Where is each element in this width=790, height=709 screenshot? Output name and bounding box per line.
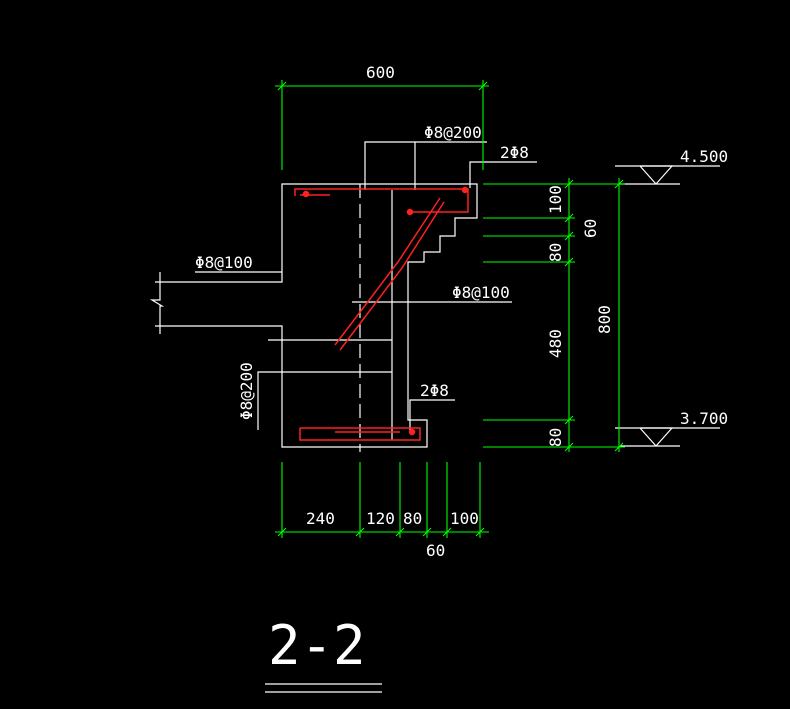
dim-80-upper-label: 80 <box>546 243 565 262</box>
dim-60-bottom-label: 60 <box>426 541 445 560</box>
dim-100-bottom-label: 100 <box>450 509 479 528</box>
web-bar-label: Φ8@100 <box>452 283 510 302</box>
stirrup-left-label: Φ8@200 <box>237 362 256 420</box>
dim-100-label: 100 <box>546 185 565 214</box>
stirrup-left-leader <box>257 371 392 430</box>
elev-top-triangle <box>639 165 674 185</box>
slab-break-symbol <box>149 272 165 334</box>
dim-80-lower-label: 80 <box>546 428 565 447</box>
dim-800-label: 800 <box>595 305 614 334</box>
bar-dot-2 <box>461 186 469 194</box>
elev-bottom-triangle <box>639 427 674 447</box>
dim-120-label: 120 <box>366 509 395 528</box>
bars-bottom-leader <box>409 399 455 432</box>
stirrup-top-label: Φ8@200 <box>424 123 482 142</box>
concrete-outline <box>149 141 537 693</box>
diagonal-bar <box>334 197 441 346</box>
dim-80-bottom-label: 80 <box>403 509 422 528</box>
top-width-label: 600 <box>366 63 395 82</box>
bottom-bar <box>299 427 421 441</box>
elevation-markers <box>615 165 720 447</box>
elev-top-label: 4.500 <box>680 147 728 166</box>
stirrup-leader-top <box>364 141 416 190</box>
slab-bar-label: Φ8@100 <box>195 253 253 272</box>
rebar <box>294 186 469 441</box>
section-outline-upper <box>155 183 478 448</box>
dim-60-right-label: 60 <box>581 219 600 238</box>
bars-bottom-label: 2Φ8 <box>420 381 449 400</box>
labels: 600 Φ8@200 2Φ8 Φ8@100 Φ8@100 Φ8@200 2Φ8 … <box>195 63 728 677</box>
bars-top-label: 2Φ8 <box>500 143 529 162</box>
dim-240-label: 240 <box>306 509 335 528</box>
section-title: 2-2 <box>268 614 366 677</box>
bar-dot-3 <box>408 428 416 436</box>
elev-bottom-label: 3.700 <box>680 409 728 428</box>
dim-480-label: 480 <box>546 329 565 358</box>
bars-top-leader <box>469 161 537 188</box>
dimensions <box>275 80 625 538</box>
bar-dot-1 <box>406 208 414 216</box>
diagonal-bar-2 <box>339 201 445 351</box>
bar-dot-4 <box>302 190 310 198</box>
top-bar <box>294 188 469 213</box>
